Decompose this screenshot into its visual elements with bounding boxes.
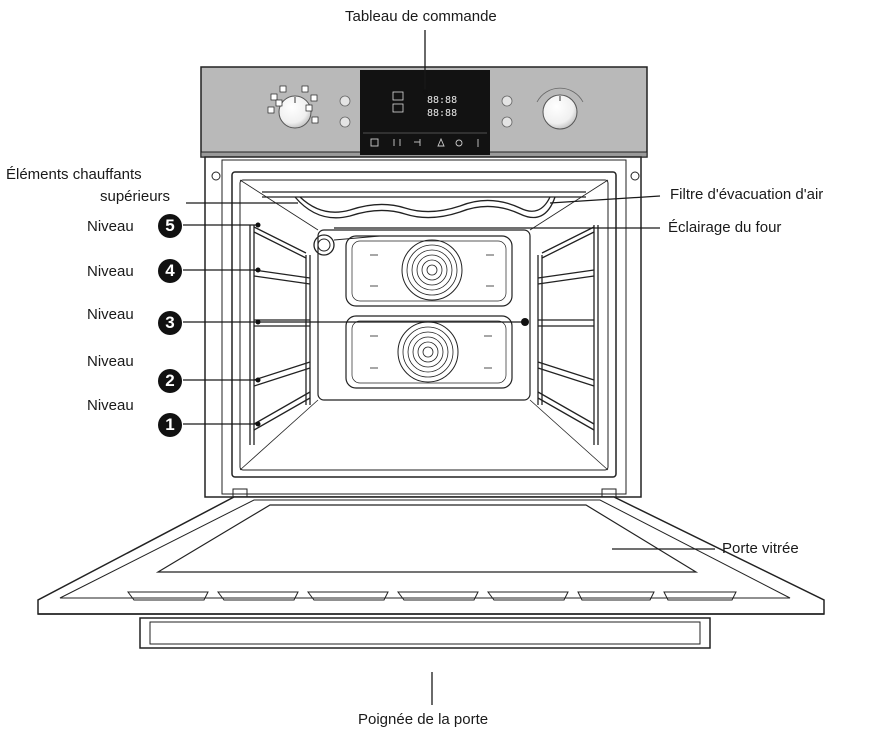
level-1-label: Niveau bbox=[87, 397, 134, 414]
level-3-label: Niveau bbox=[87, 306, 134, 323]
level-2-label: Niveau bbox=[87, 353, 134, 370]
display-digits-top: 88:88 bbox=[427, 95, 457, 106]
label-door-handle: Poignée de la porte bbox=[358, 711, 489, 728]
leader-lines bbox=[183, 30, 715, 705]
level-5-label: Niveau bbox=[87, 218, 134, 235]
door-handle bbox=[139, 617, 711, 649]
label-glass-door: Porte vitrée bbox=[722, 540, 799, 557]
label-air-filter: Filtre d'évacuation d'air bbox=[670, 186, 824, 203]
top-heating-element bbox=[262, 191, 586, 219]
level-4-label: Niveau bbox=[87, 263, 134, 280]
level-2-badge: 2 bbox=[158, 369, 182, 393]
level-4-badge: 4 bbox=[158, 259, 182, 283]
display-icon bbox=[392, 103, 404, 113]
label-top-heaters-line1: Éléments chauffants bbox=[6, 166, 142, 183]
label-control-panel: Tableau de commande bbox=[345, 8, 497, 25]
temperature-knob bbox=[542, 94, 578, 130]
oven-body bbox=[204, 156, 642, 498]
display-digits-bottom: 88:88 bbox=[427, 108, 457, 119]
function-symbols bbox=[267, 85, 319, 124]
lower-fan-cover bbox=[345, 315, 513, 389]
touch-button bbox=[339, 116, 351, 128]
touch-button bbox=[339, 95, 351, 107]
door-vent-slots bbox=[127, 591, 737, 601]
touch-button bbox=[501, 95, 513, 107]
level-1-badge: 1 bbox=[158, 413, 182, 437]
label-top-heaters-line2: supérieurs bbox=[100, 188, 171, 205]
touch-button bbox=[501, 116, 513, 128]
upper-fan-cover bbox=[345, 235, 513, 307]
oven-lamp bbox=[313, 234, 381, 256]
display-icon bbox=[392, 91, 404, 101]
control-panel: 88:88 88:88 bbox=[200, 66, 648, 158]
oven-door bbox=[37, 488, 825, 649]
level-5-badge: 5 bbox=[158, 214, 182, 238]
function-knob bbox=[278, 95, 312, 129]
shelf-runners bbox=[249, 225, 599, 445]
level-3-marker-dot bbox=[521, 318, 529, 326]
level-3-badge: 3 bbox=[158, 311, 182, 335]
leader-air-filter bbox=[549, 195, 661, 204]
label-oven-light: Éclairage du four bbox=[668, 219, 782, 236]
touch-keys bbox=[370, 137, 479, 147]
